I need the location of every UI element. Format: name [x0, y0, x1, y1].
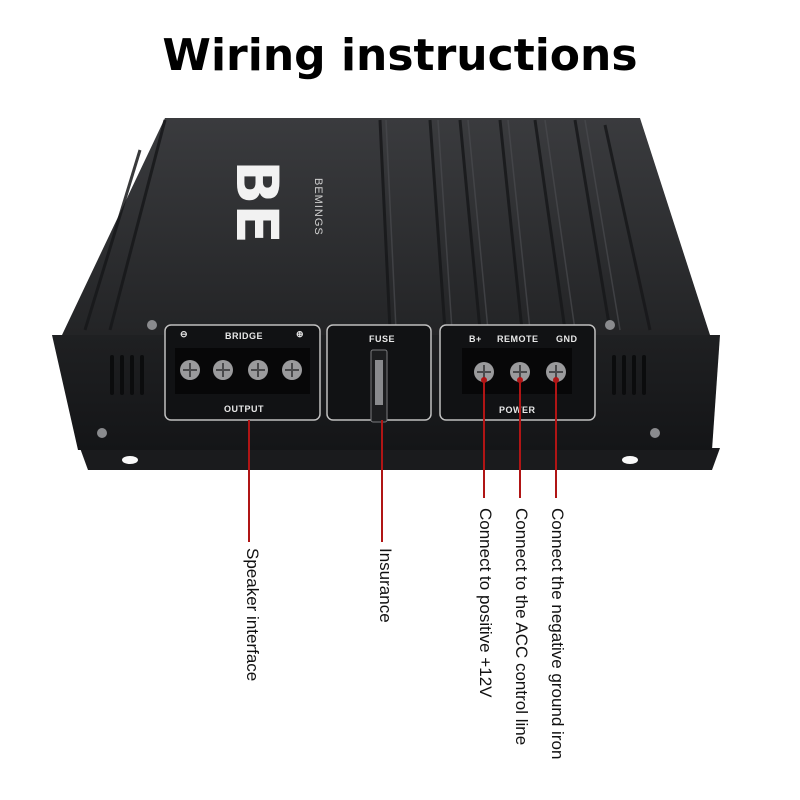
output-label: OUTPUT	[224, 404, 264, 414]
remote-annotation-label: Connect to the ACC control line	[512, 508, 531, 746]
power-terminals	[474, 362, 566, 382]
gnd-label: GND	[556, 334, 578, 344]
remote-leader-line	[519, 380, 521, 498]
remote-label: REMOTE	[497, 334, 539, 344]
speaker-interface-label: Speaker interface	[243, 548, 262, 682]
speaker-leader-line	[248, 420, 250, 542]
bplus-leader-line	[483, 380, 485, 498]
bplus-annotation-label: Connect to positive +12V	[476, 508, 495, 698]
bplus-leader-dot	[481, 377, 487, 383]
fuse-label: FUSE	[369, 334, 396, 344]
bridge-plus-label: ⊕	[296, 329, 305, 339]
bridge-minus-label: ⊖	[180, 329, 189, 339]
brand-name: BEMINGS	[312, 178, 324, 236]
power-label: POWER	[499, 405, 536, 415]
bplus-label: B+	[469, 334, 482, 344]
gnd-leader-dot	[553, 377, 559, 383]
brand-logo: BE	[222, 160, 291, 244]
remote-leader-dot	[517, 377, 523, 383]
bridge-label: BRIDGE	[225, 331, 264, 341]
output-terminals	[180, 360, 302, 380]
gnd-leader-line	[555, 380, 557, 498]
page-title: Wiring instructions	[162, 30, 638, 81]
gnd-annotation-label: Connect the negative ground iron	[548, 508, 567, 760]
fuse-leader-line	[381, 420, 383, 542]
insurance-label: Insurance	[376, 548, 395, 623]
